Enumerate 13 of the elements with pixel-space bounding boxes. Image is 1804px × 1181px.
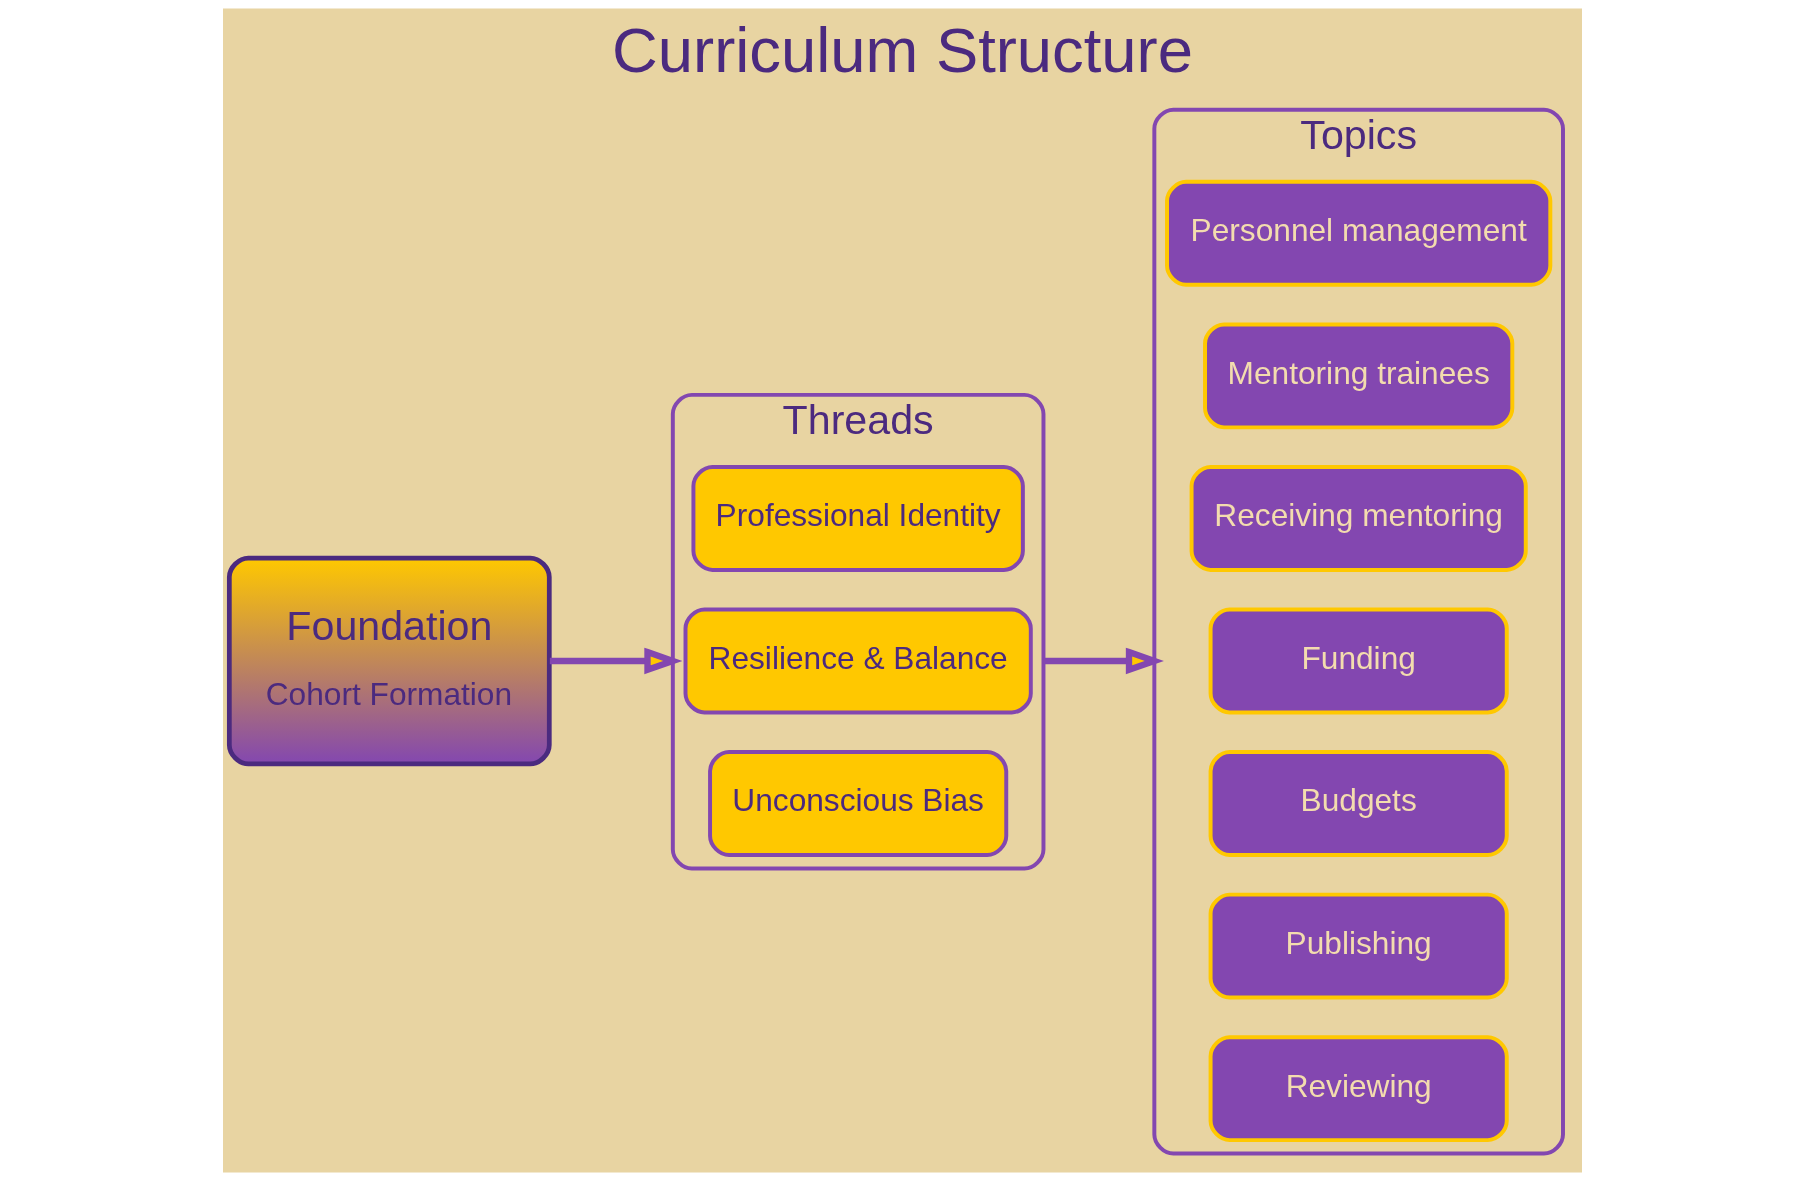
node-box: Personnel management: [1164, 179, 1552, 287]
node-box: Resilience & Balance: [683, 607, 1033, 715]
node-box: Funding: [1208, 607, 1509, 715]
node-box: Mentoring trainees: [1202, 322, 1514, 430]
node-box: Unconscious Bias: [707, 750, 1008, 857]
arrow: [1042, 647, 1164, 675]
node-box: Foundation Cohort Formation: [226, 555, 552, 767]
node-box: Reviewing: [1208, 1035, 1509, 1143]
node-box: Professional Identity: [690, 464, 1025, 572]
node-box: Budgets: [1208, 750, 1509, 857]
diagram-title: Curriculum Structure: [611, 14, 1193, 85]
node-box: Publishing: [1208, 892, 1509, 1000]
node-box: Receiving mentoring: [1189, 464, 1528, 572]
